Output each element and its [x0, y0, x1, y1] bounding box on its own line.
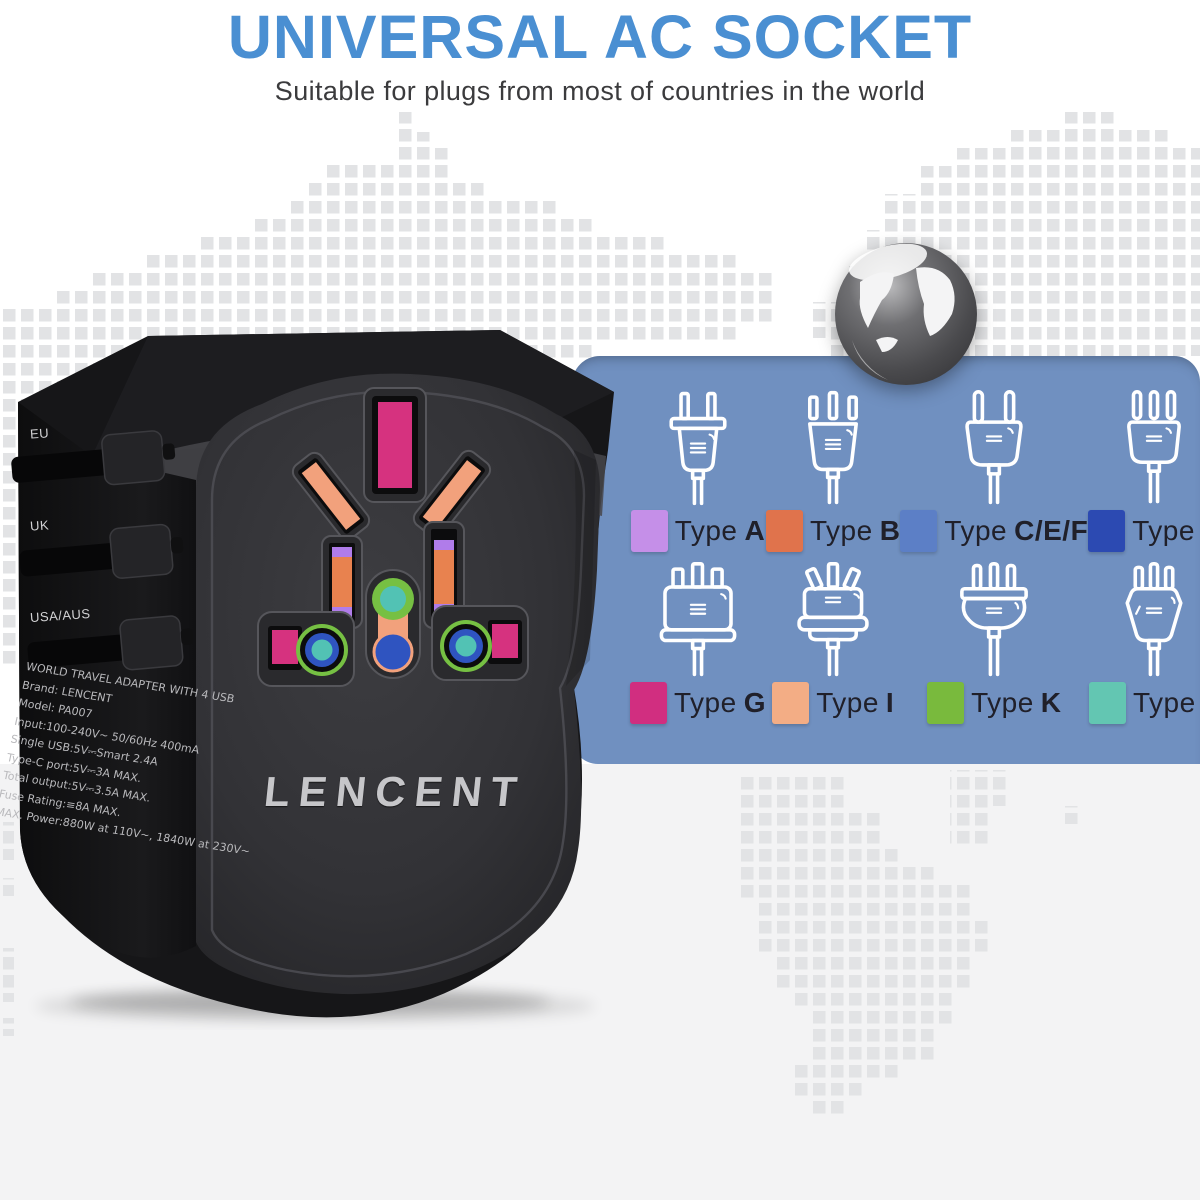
type-k-plug-icon: [960, 562, 1029, 677]
socket-hole-bottom-right: [455, 635, 477, 657]
plug-type-l: TypeL: [1088, 390, 1200, 552]
adapter-front-face: [196, 373, 600, 995]
adapter-front-outline: [210, 390, 586, 978]
plug-type-j-label: TypeJ: [1132, 687, 1196, 718]
plug-type-j-label-row: TypeJ: [1088, 682, 1200, 724]
type-a-plug-icon: [669, 391, 727, 506]
side-label-eu: EU: [29, 425, 50, 442]
type-j-color-swatch: [1088, 682, 1126, 724]
socket-hole-bottom-left: [311, 639, 333, 661]
eu-slider[interactable]: [101, 430, 166, 486]
type-b-plug-icon: [808, 390, 859, 505]
type-a-color-swatch: [630, 510, 668, 552]
adapter-artwork: [11, 330, 614, 1022]
plug-type-l-label: TypeL: [1132, 515, 1195, 546]
plug-type-j: TypeJ: [1088, 562, 1200, 724]
type-l-color-swatch: [1088, 510, 1126, 552]
universal-socket[interactable]: [257, 387, 529, 687]
type-k-color-swatch: [927, 682, 965, 724]
socket-slot-top: [378, 402, 412, 488]
globe-icon: [835, 243, 977, 385]
socket-slot-diag-left: [301, 462, 361, 530]
socket-slot-diag-right: [422, 460, 482, 528]
type-i-plug-icon: [797, 562, 869, 677]
page-subtitle: Suitable for plugs from most of countrie…: [274, 76, 926, 106]
type-cef-plug-icon: [965, 390, 1023, 505]
brand-logo: LENCENT: [261, 768, 529, 815]
uk-slider[interactable]: [109, 523, 174, 579]
usa-aus-slider[interactable]: [119, 615, 184, 671]
socket-slot-mid-right: [434, 550, 454, 604]
type-g-color-swatch: [630, 682, 667, 724]
socket-slot-mid-left: [332, 557, 352, 607]
page-title: UNIVERSAL AC SOCKET: [227, 3, 973, 71]
side-sliders: [11, 430, 194, 671]
type-l-plug-icon: [1126, 390, 1181, 504]
type-b-color-swatch: [765, 510, 803, 552]
type-g-plug-icon: [659, 562, 737, 677]
type-j-plug-icon: [1125, 562, 1183, 677]
travel-adapter: EU UK USA/AUS WORLD TRAVEL ADAPTER WITH …: [0, 330, 620, 1030]
plug-type-l-label-row: TypeL: [1088, 510, 1200, 552]
type-cef-color-swatch: [900, 510, 938, 552]
socket-hole-center-bottom: [372, 631, 414, 673]
socket-hole-center-top: [380, 586, 406, 612]
side-label-uk: UK: [29, 517, 50, 534]
type-i-color-swatch: [772, 682, 810, 724]
